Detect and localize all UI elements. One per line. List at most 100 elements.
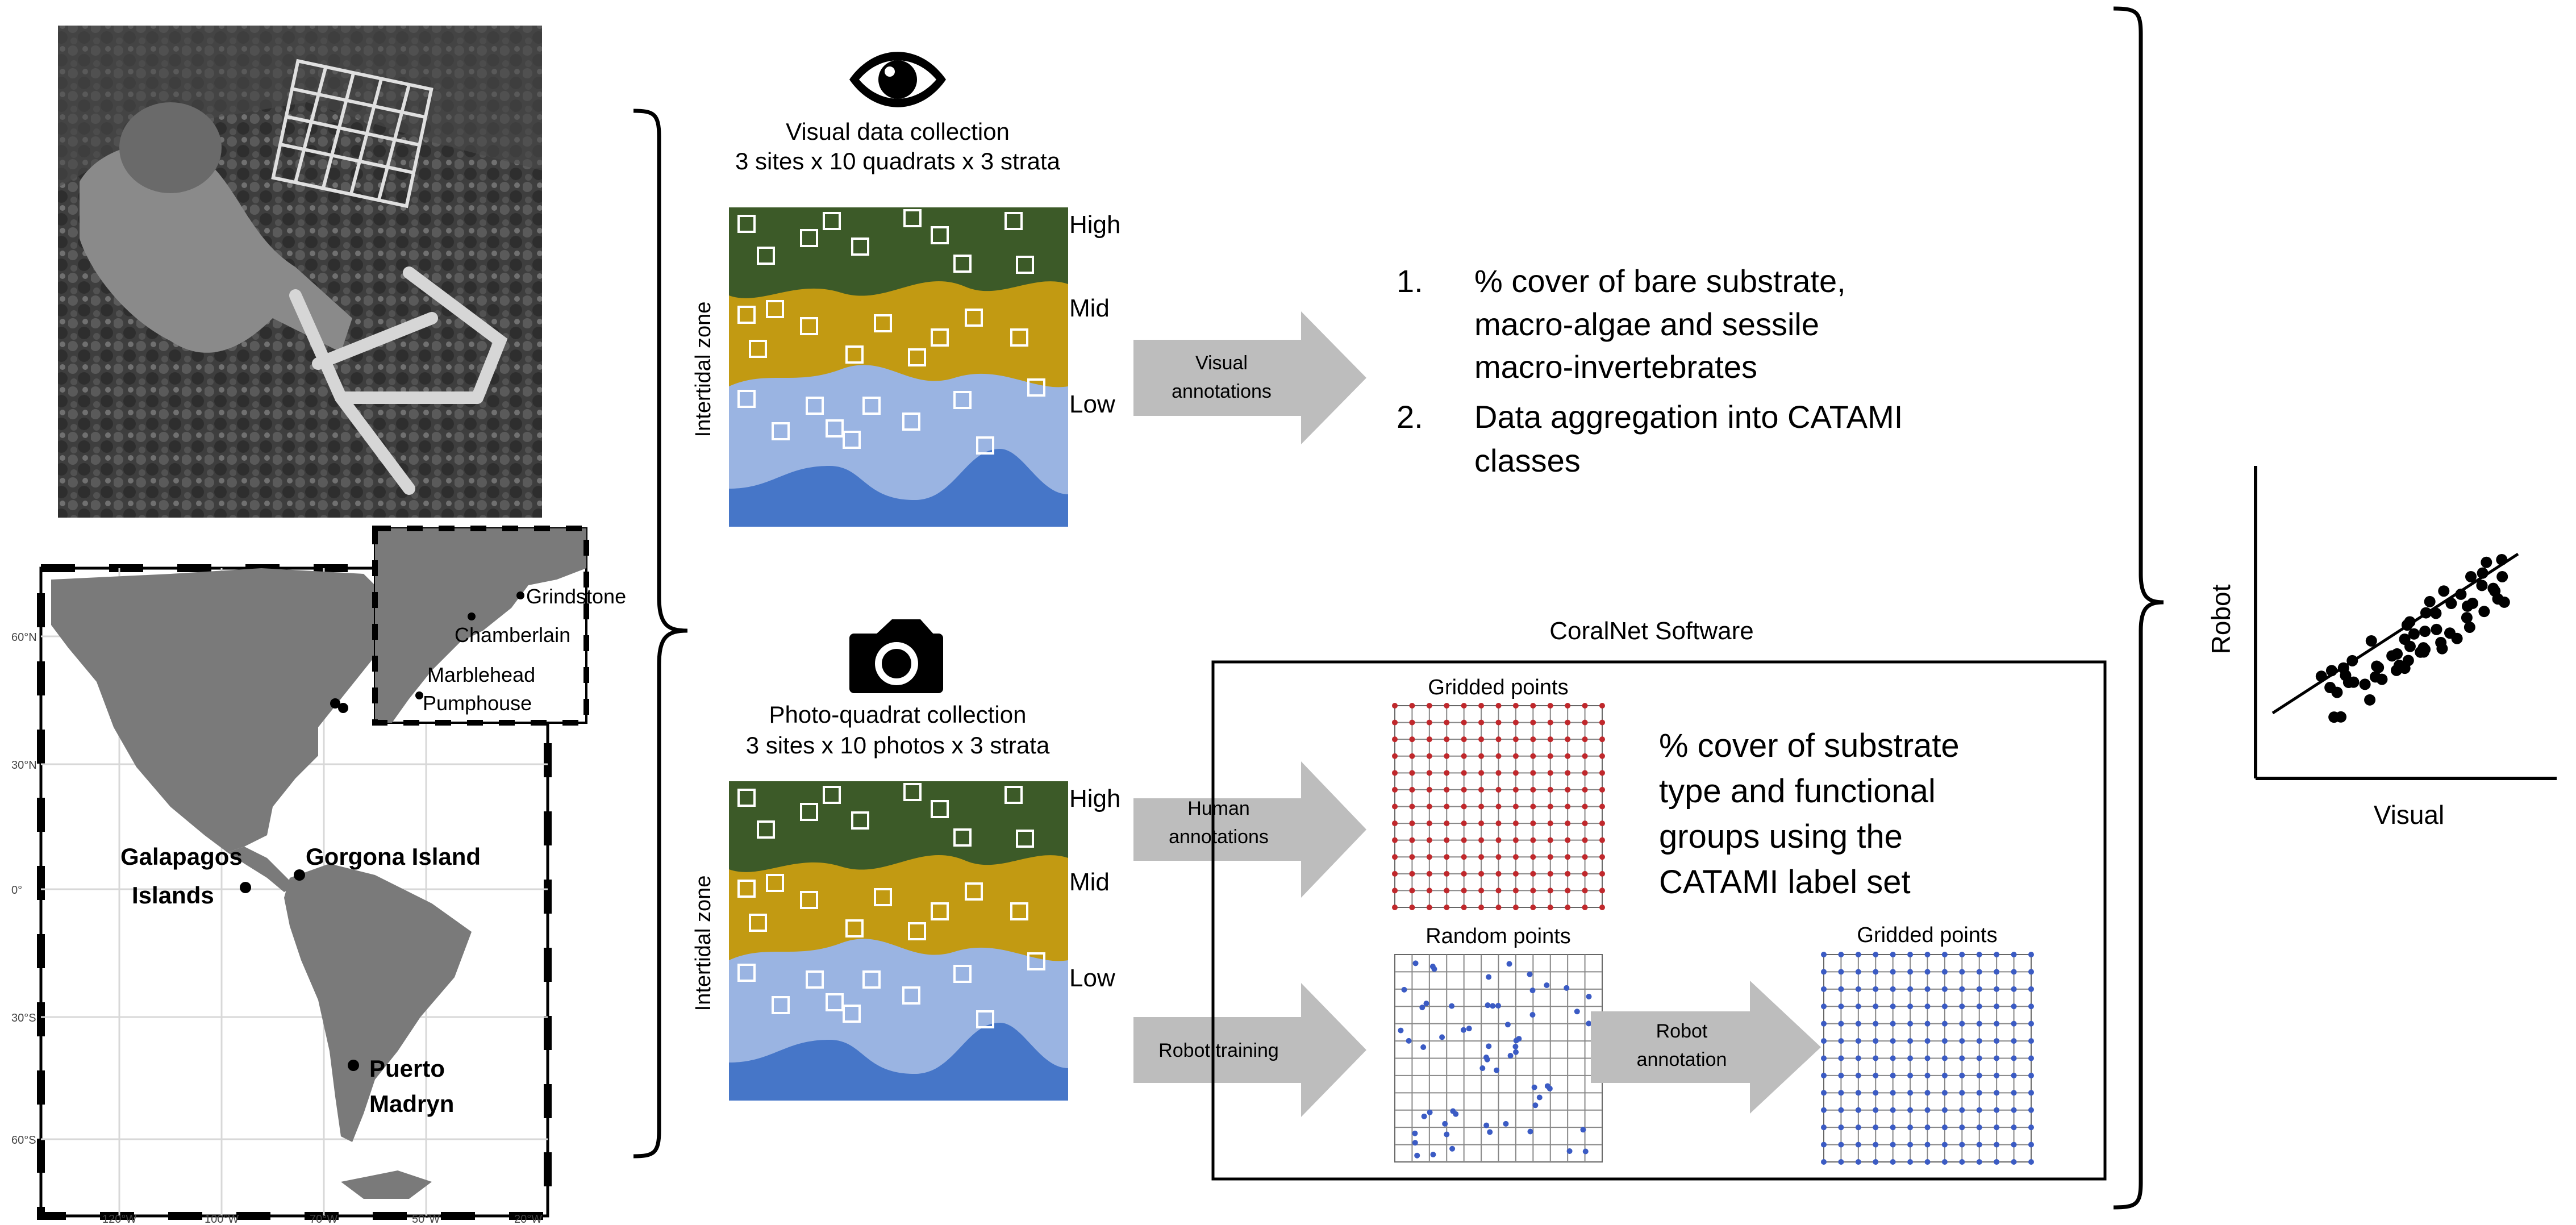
annotation-point (1478, 888, 1485, 894)
robot-training-arrow: Robot training (1133, 983, 1366, 1117)
annotation-point (1582, 736, 1588, 743)
annotation-point (1444, 770, 1450, 776)
annotation-point (1512, 736, 1519, 743)
annotation-point (1582, 1148, 1589, 1155)
scatter-point (2365, 635, 2377, 647)
annotation-point (1398, 1027, 1404, 1034)
annotation-point (1821, 1003, 1827, 1010)
inset-site-label: Grindstone (526, 585, 626, 608)
annotation-point (1959, 986, 1965, 992)
annotation-point (1426, 905, 1432, 910)
annotation-point (1941, 1072, 1948, 1078)
annotation-point (1994, 1124, 2000, 1131)
photo-design: 3 sites x 10 photos x 3 strata (746, 732, 1050, 759)
annotation-point (1527, 971, 1533, 977)
annotation-point (1582, 719, 1588, 726)
annotation-point (1478, 905, 1485, 910)
annotation-point (1855, 1055, 1861, 1061)
annotation-point (1530, 786, 1536, 793)
visual-results-list: 1. % cover of bare substrate, macro-alga… (1397, 263, 1903, 478)
annotation-point (1512, 870, 1519, 877)
arrow-label: Visual (1195, 352, 1248, 374)
annotation-point (1994, 1107, 2000, 1113)
annotation-point (1512, 854, 1519, 860)
annotation-point (1907, 1055, 1914, 1061)
annotation-point (1994, 1055, 2000, 1061)
annotation-point (1890, 1159, 1896, 1165)
annotation-point (1444, 736, 1450, 743)
annotation-point (1512, 786, 1519, 793)
human-gridded-points (1392, 703, 1605, 910)
coralnet-box (1211, 660, 2107, 1181)
zone-label: Intertidal zone (691, 302, 715, 438)
scatter-plot: Visual Robot (2206, 466, 2557, 830)
annotation-point (1976, 1141, 1982, 1148)
annotation-point (1450, 1108, 1456, 1114)
annotation-point (1495, 870, 1502, 877)
scatter-point (2461, 612, 2473, 624)
annotation-point (1529, 988, 1536, 994)
annotation-point (1478, 753, 1485, 759)
annotation-point (1959, 1124, 1965, 1131)
annotation-point (1941, 1141, 1948, 1148)
annotation-point (1444, 753, 1450, 759)
annotation-point (1485, 1002, 1491, 1009)
annotation-point (1409, 803, 1415, 810)
annotation-point (1490, 1003, 1496, 1009)
annotation-point (1444, 719, 1450, 726)
annotation-point (1529, 1012, 1536, 1018)
annotation-point (1444, 1131, 1450, 1138)
annotation-point (1530, 719, 1536, 726)
stratum-label-mid: Mid (1069, 868, 1110, 896)
lon-label: 20°W (514, 1213, 542, 1225)
annotation-point (1599, 888, 1605, 894)
annotation-point (1907, 969, 1914, 975)
annotation-point (1495, 753, 1502, 759)
annotation-point (1976, 952, 1982, 957)
annotation-point (1478, 820, 1485, 827)
annotation-point (1426, 736, 1432, 743)
scatter-point (2404, 616, 2416, 628)
annotation-point (2011, 986, 2017, 992)
annotation-point (1507, 1053, 1514, 1059)
annotation-point (1565, 870, 1571, 877)
annotation-point (1565, 719, 1571, 726)
annotation-point (1582, 803, 1588, 810)
site-marker (348, 1060, 359, 1071)
annotation-point (1487, 1129, 1493, 1135)
annotation-point (1941, 1107, 1948, 1113)
arrow-label: Human (1187, 798, 1250, 819)
annotation-point (1873, 986, 1879, 992)
annotation-point (1495, 837, 1502, 843)
annotation-point (2011, 1038, 2017, 1044)
annotation-point (1547, 870, 1553, 877)
annotation-point (1421, 1113, 1427, 1119)
annotation-point (1478, 870, 1485, 877)
annotation-point (1530, 803, 1536, 810)
arrow-label: annotations (1172, 381, 1272, 402)
annotation-point (1544, 982, 1550, 989)
annotation-point (1976, 1038, 1982, 1044)
annotation-point (2011, 969, 2017, 975)
annotation-point (1924, 1090, 1931, 1096)
annotation-point (1907, 1072, 1914, 1078)
result-line: type and functional (1659, 773, 1936, 810)
annotation-point (2028, 969, 2034, 975)
annotation-point (1941, 1124, 1948, 1131)
annotation-point (1582, 820, 1588, 827)
scatter-point (2419, 643, 2431, 655)
site-label: Islands (132, 882, 214, 909)
annotation-point (1924, 1072, 1931, 1078)
annotation-point (1527, 1128, 1533, 1135)
annotation-point (1599, 905, 1605, 910)
annotation-point (1444, 837, 1450, 843)
annotation-point (1530, 854, 1536, 860)
annotation-point (1924, 1003, 1931, 1010)
annotation-point (1426, 703, 1432, 709)
field-photo (58, 26, 542, 518)
annotation-point (1907, 1003, 1914, 1010)
annotation-point (1461, 870, 1467, 877)
annotation-point (1821, 1107, 1827, 1113)
annotation-point (1586, 994, 1592, 1000)
annotation-point (1907, 986, 1914, 992)
